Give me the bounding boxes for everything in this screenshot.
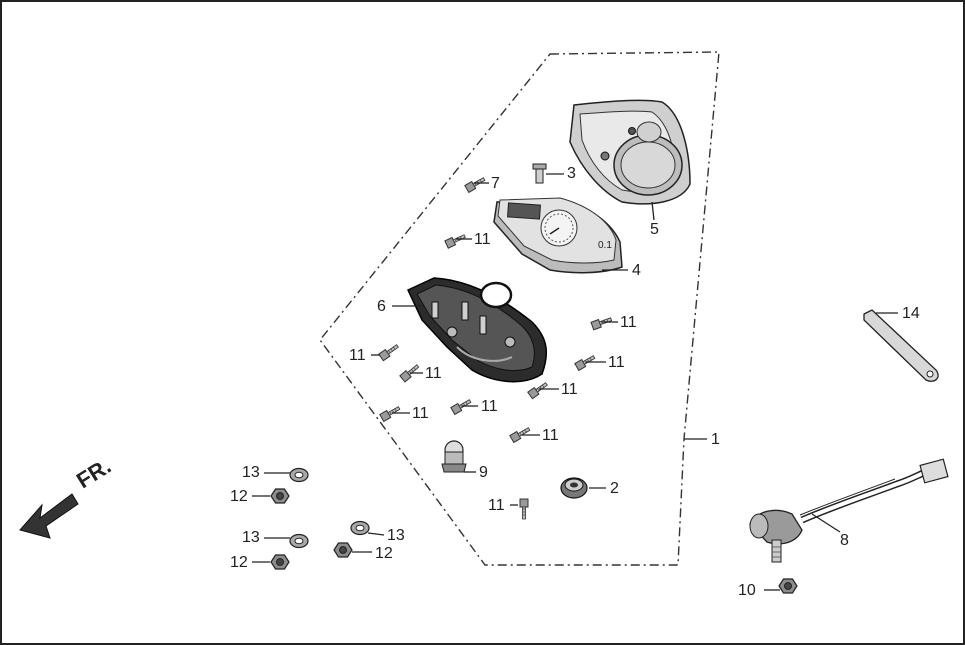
speed-sensor-harness — [749, 458, 949, 563]
callout-13: 13 — [242, 529, 260, 546]
callout-7: 7 — [491, 175, 500, 192]
callout-3: 3 — [567, 165, 576, 182]
meter-cover — [569, 99, 691, 205]
callout-11: 11 — [561, 381, 578, 398]
stay-bracket — [863, 309, 939, 382]
meter-case — [407, 277, 548, 383]
svg-text:0.1: 0.1 — [598, 240, 612, 251]
callout-13: 13 — [387, 527, 405, 544]
callout-11: 11 — [608, 354, 625, 371]
front-direction-arrow — [19, 493, 79, 539]
bulb-socket — [441, 440, 467, 473]
callout-6: 6 — [377, 298, 386, 315]
callout-9: 9 — [479, 464, 488, 481]
rubber-grommet — [560, 477, 588, 499]
callout-11: 11 — [349, 347, 366, 364]
callout-8: 8 — [840, 532, 849, 549]
meter-panel: 0.1 — [493, 197, 623, 274]
callout-4: 4 — [632, 262, 641, 279]
callout-11: 11 — [481, 398, 498, 415]
callout-10: 10 — [738, 582, 756, 599]
callout-12: 12 — [230, 488, 248, 505]
callout-11: 11 — [474, 231, 491, 248]
grommet-pin — [532, 163, 547, 184]
callout-12: 12 — [375, 545, 393, 562]
callout-11: 11 — [542, 427, 559, 444]
callout-5: 5 — [650, 221, 659, 238]
callout-13: 13 — [242, 464, 260, 481]
callout-11: 11 — [488, 497, 505, 514]
callout-1: 1 — [711, 431, 720, 448]
callout-11: 11 — [412, 405, 429, 422]
callout-11: 11 — [620, 314, 637, 331]
callout-2: 2 — [610, 480, 619, 497]
leader-lines — [252, 173, 898, 591]
callout-14: 14 — [902, 305, 920, 322]
callout-11: 11 — [425, 365, 442, 382]
callout-12: 12 — [230, 554, 248, 571]
